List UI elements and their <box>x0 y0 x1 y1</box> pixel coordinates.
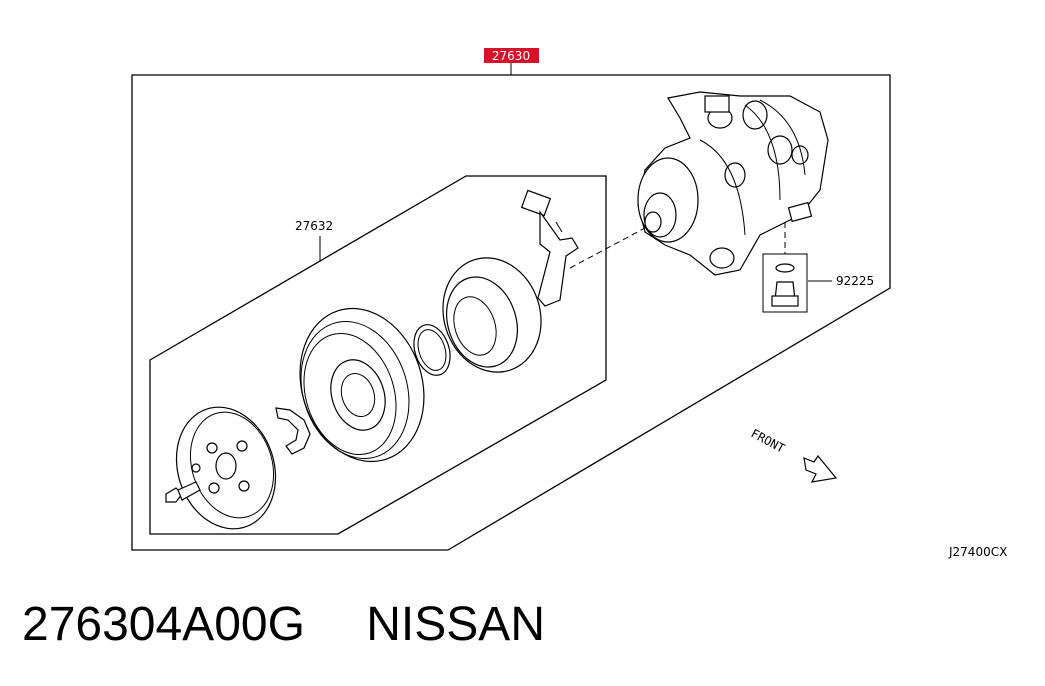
front-label: FRONT <box>749 426 787 455</box>
clutch-assembly-label[interactable]: 27632 <box>295 219 333 233</box>
field-coil <box>442 257 542 373</box>
part-number: 276304A00G <box>22 598 305 651</box>
clutch-hub <box>175 406 277 530</box>
valve-part <box>762 253 808 313</box>
main-assembly-label[interactable]: 27630 <box>484 48 539 63</box>
clutch-assembly-frame <box>149 175 607 535</box>
sensor-part <box>520 189 579 307</box>
brand-name: NISSAN <box>366 598 545 651</box>
drawing-code: J27400CX <box>948 545 1007 559</box>
main-assembly-frame <box>131 74 891 551</box>
compressor-body <box>637 91 829 276</box>
pulley <box>299 307 425 463</box>
connector-dash-1 <box>569 227 646 269</box>
front-indicator: FRONT <box>749 426 838 483</box>
shim-ring <box>275 407 311 455</box>
snap-ring <box>413 324 451 376</box>
valve-label[interactable]: 92225 <box>836 274 874 288</box>
main-assembly-label-text: 27630 <box>492 49 530 63</box>
part-caption: 276304A00G NISSAN <box>22 596 545 654</box>
main-assembly-label-bg <box>484 48 539 63</box>
bolt <box>165 481 201 503</box>
front-arrow-icon <box>803 454 838 483</box>
